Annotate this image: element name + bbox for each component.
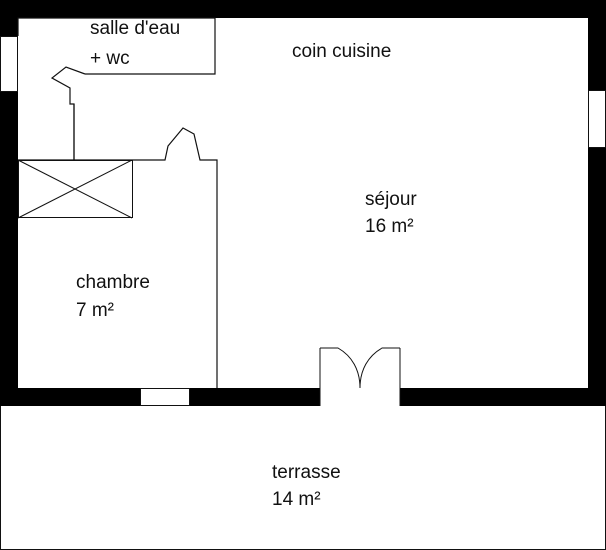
bathroom-partition (17, 17, 216, 75)
wall-right-upper (588, 18, 606, 90)
living-area: 16 m² (365, 216, 414, 237)
wall-left-upper (0, 18, 18, 36)
wall-bottom-2 (190, 388, 320, 406)
door-leaf-right (359, 347, 400, 389)
bedroom-label: chambre (76, 272, 150, 293)
wall-right-lower (588, 148, 606, 406)
closet-cross-2 (17, 159, 133, 219)
closet-frame (18, 160, 133, 218)
bathroom-label-line2: + wc (90, 48, 130, 69)
kitchen-label: coin cuisine (292, 41, 391, 62)
exterior-walls (0, 0, 606, 406)
terrace-double-door (319, 347, 401, 406)
wall-bottom-3 (400, 388, 606, 406)
terrace-area: 14 m² (272, 489, 321, 510)
bathroom-door-swing (50, 66, 86, 160)
window-bottom-bedroom (140, 388, 190, 406)
wall-left-lower (0, 92, 18, 406)
bedroom-area: 7 m² (76, 300, 114, 321)
door-leaf-left (320, 347, 361, 389)
interior-partitions (17, 17, 218, 388)
windows (0, 36, 606, 406)
wall-top (0, 0, 606, 18)
window-left (0, 36, 18, 92)
wall-bottom-1 (0, 388, 140, 406)
bathroom-label-line1: salle d'eau (90, 18, 180, 39)
living-label: séjour (365, 189, 417, 210)
terrace-label: terrasse (272, 462, 341, 483)
bedroom-top-partition (18, 127, 218, 388)
window-right (588, 90, 606, 148)
closet (17, 159, 133, 219)
